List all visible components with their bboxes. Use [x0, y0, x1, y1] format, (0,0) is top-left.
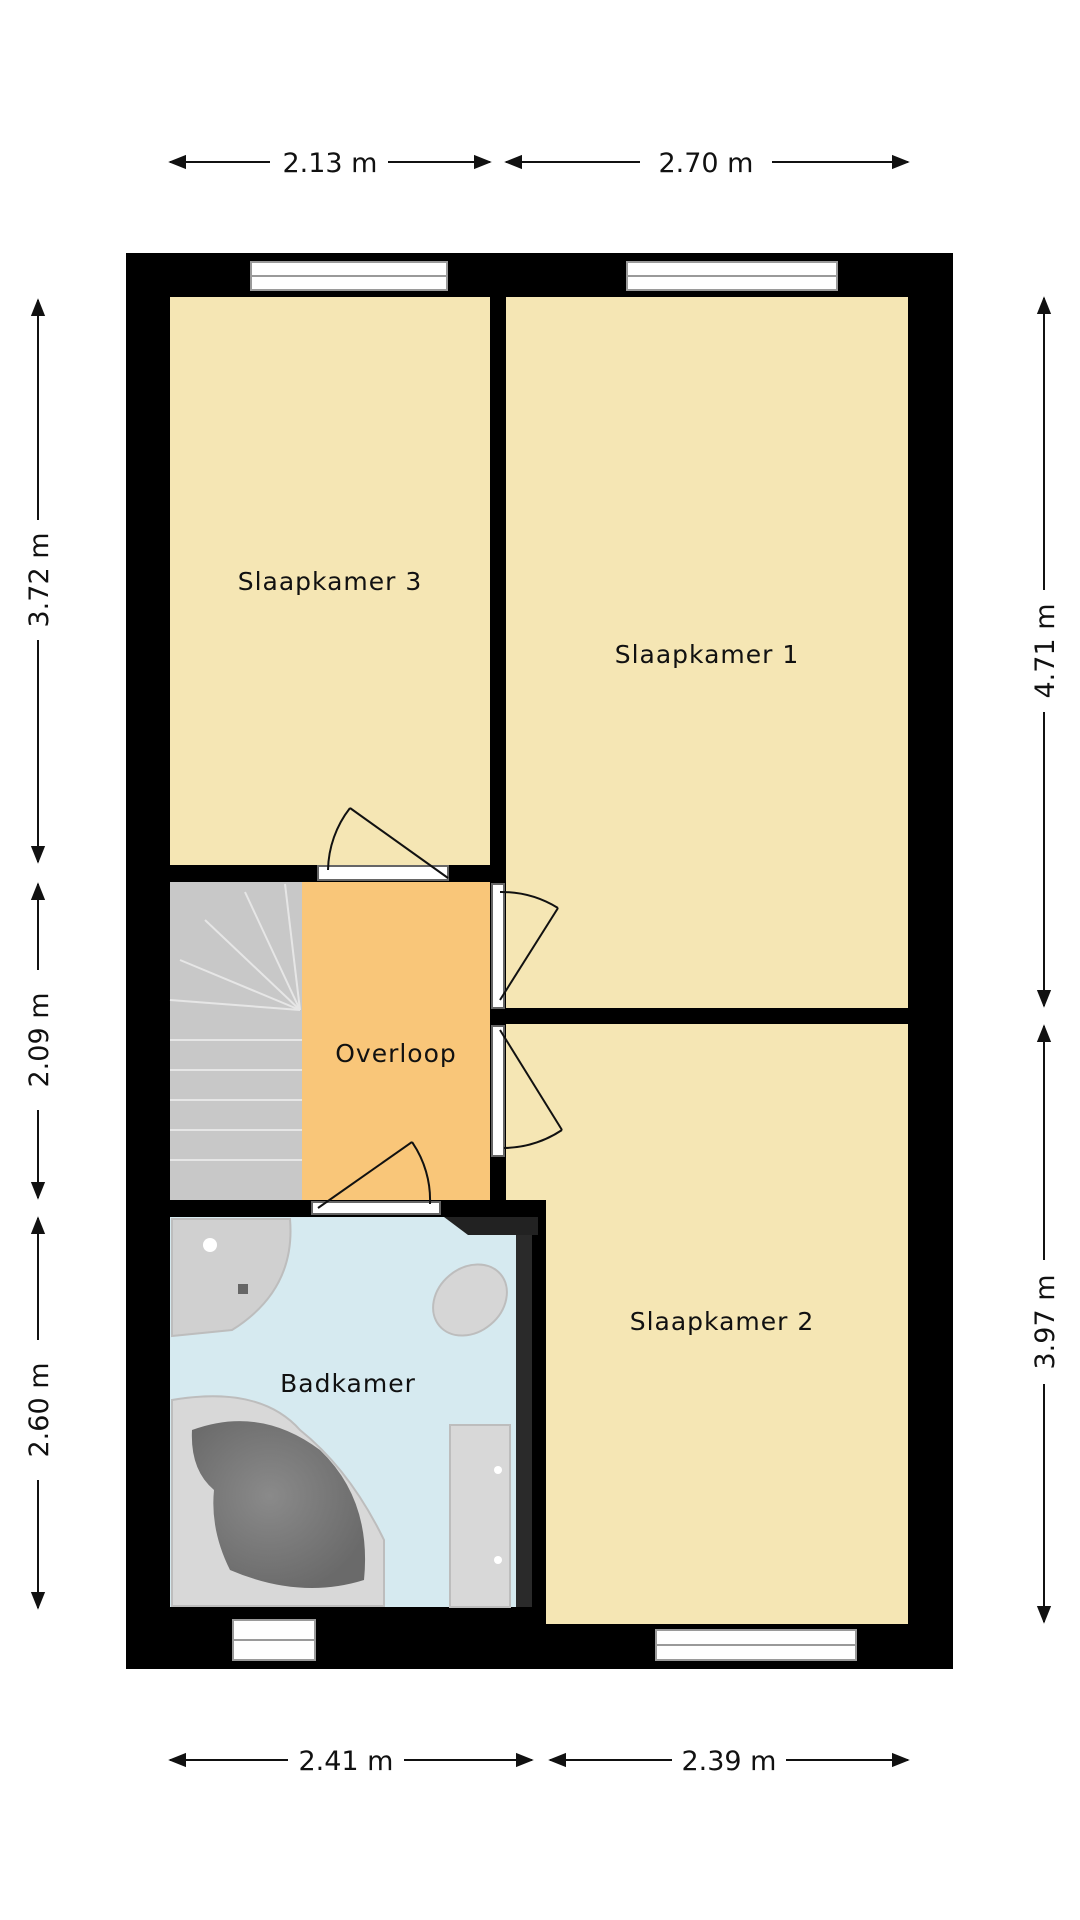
bathtub-icon [171, 1395, 385, 1607]
shower-icon [171, 1218, 292, 1338]
dim-top-right: 2.70 m [658, 148, 753, 179]
dim-top-left: 2.13 m [282, 148, 377, 179]
window-icon [232, 261, 857, 1661]
dim-right-top: 4.71 m [1030, 603, 1061, 698]
dim-left-middle: 2.09 m [24, 992, 55, 1087]
dim-left-bottom: 2.60 m [24, 1362, 55, 1457]
sink-icon [449, 1235, 532, 1608]
room-label-landing: Overloop [335, 1039, 457, 1068]
room-label-bedroom3: Slaapkamer 3 [238, 567, 423, 596]
dim-right-bottom: 3.97 m [1030, 1274, 1061, 1369]
room-bedroom3 [170, 297, 490, 865]
toilet-icon [432, 1217, 538, 1337]
dim-bottom-left: 2.41 m [298, 1746, 393, 1777]
dim-left-top: 3.72 m [24, 532, 55, 627]
staircase-icon [169, 883, 302, 1161]
room-label-bedroom2: Slaapkamer 2 [630, 1307, 815, 1336]
room-bedroom2 [506, 1024, 908, 1624]
room-landing [302, 882, 490, 1200]
dimension-lines [30, 154, 1052, 1768]
door-swing-icon [311, 807, 563, 1215]
dim-bottom-right: 2.39 m [681, 1746, 776, 1777]
room-label-bathroom: Badkamer [280, 1369, 416, 1398]
room-bedroom1 [506, 297, 908, 1008]
room-label-bedroom1: Slaapkamer 1 [615, 640, 800, 669]
